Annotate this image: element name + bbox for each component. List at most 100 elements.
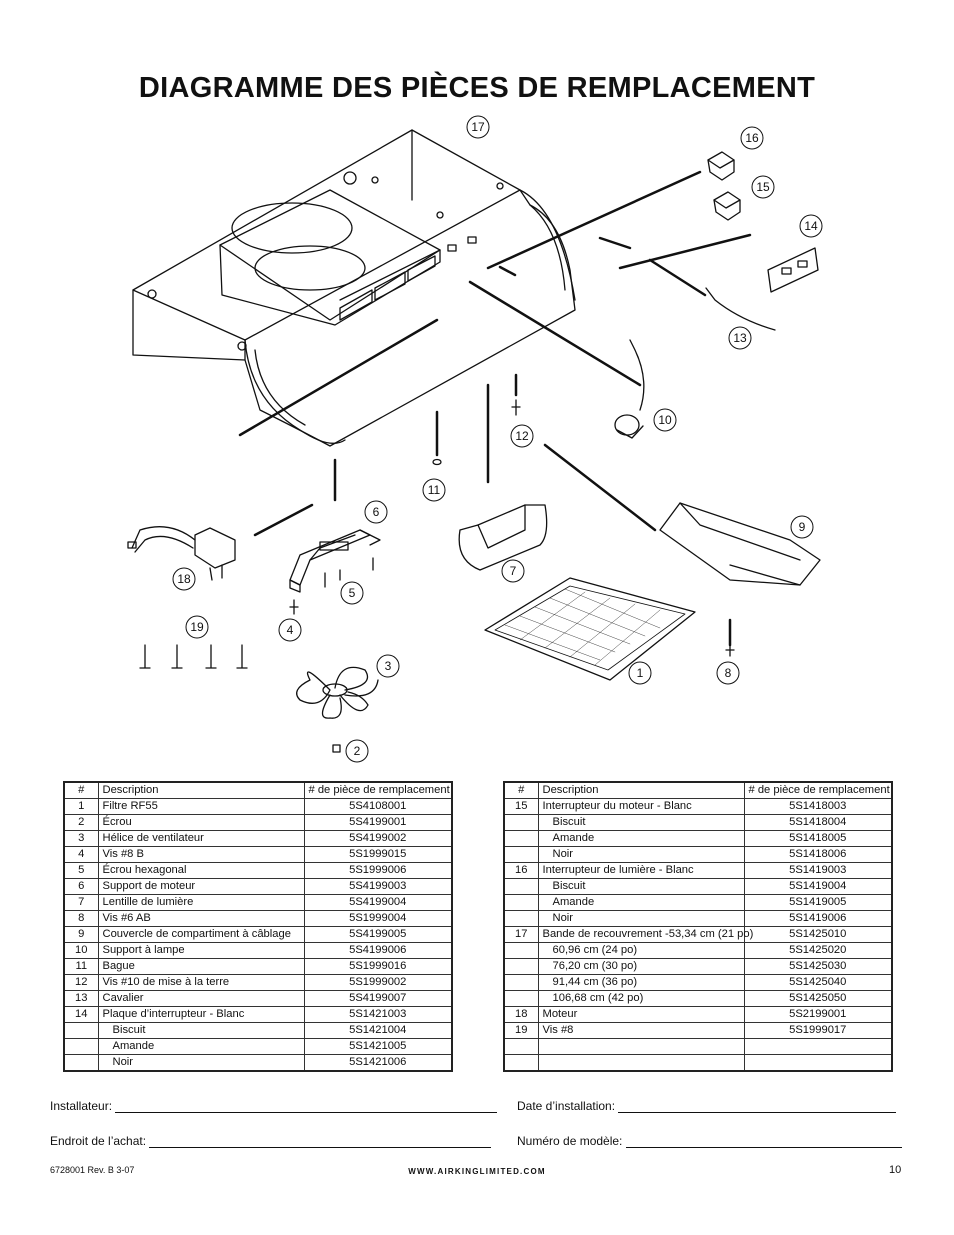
screw-4-part	[289, 599, 299, 615]
fan-blade-part	[296, 666, 379, 719]
description-cell: 91,44 cm (36 po)	[537, 974, 745, 991]
description-cell: Amande	[537, 830, 745, 847]
filter-part	[484, 577, 696, 681]
description-cell: Noir	[97, 1054, 305, 1072]
replacement-part-cell: 5S1999004	[303, 910, 453, 927]
replacement-part-cell: 5S1421006	[303, 1054, 453, 1072]
svg-text:14: 14	[804, 219, 818, 233]
header-part: # de pièce de remplacement	[743, 781, 893, 799]
callout-2: 2	[345, 739, 369, 763]
jumper-part	[705, 287, 776, 331]
leader-lines	[238, 170, 752, 647]
replacement-part-cell: 5S1419003	[743, 862, 893, 879]
page-title: DIAGRAMME DES PIÈCES DE REMPLACEMENT	[138, 72, 816, 104]
lamp-socket-part	[614, 339, 645, 439]
website-link[interactable]: WWW.AIRKINGLIMITED.COM	[408, 1167, 546, 1176]
header-desc: Description	[537, 781, 745, 799]
callout-17: 17	[466, 115, 490, 139]
doc-revision: 6728001 Rev. B 3-07	[50, 1165, 135, 1175]
svg-text:13: 13	[733, 331, 747, 345]
description-cell	[537, 1054, 745, 1072]
bushing-part	[432, 458, 442, 466]
replacement-part-cell: 5S1421003	[303, 1006, 453, 1023]
install-date-line[interactable]	[618, 1100, 897, 1113]
description-cell: Support à lampe	[97, 942, 305, 959]
replacement-part-cell: 5S1418004	[743, 814, 893, 831]
description-cell: Biscuit	[537, 878, 745, 895]
part-number-cell: 15	[503, 798, 539, 815]
svg-text:18: 18	[177, 572, 191, 586]
svg-text:2: 2	[354, 744, 361, 758]
part-number-cell: 9	[63, 926, 99, 943]
switch-plate-part	[767, 247, 819, 293]
screws-19-part	[139, 644, 248, 669]
header-desc: Description	[97, 781, 305, 799]
purchase-place-field[interactable]: Endroit de l’achat:	[50, 1134, 492, 1148]
screw-5-part	[324, 557, 374, 588]
svg-text:12: 12	[515, 429, 529, 443]
description-cell: Interrupteur du moteur - Blanc	[537, 798, 745, 815]
purchase-place-line[interactable]	[149, 1135, 492, 1148]
callout-1: 1	[628, 661, 652, 685]
callout-6: 6	[364, 500, 388, 524]
installer-line[interactable]	[115, 1100, 498, 1113]
callout-10: 10	[653, 408, 677, 432]
part-number-cell	[503, 846, 539, 863]
model-number-line[interactable]	[625, 1135, 902, 1148]
part-number-cell: 3	[63, 830, 99, 847]
screw-8-part	[725, 644, 735, 657]
part-number-cell: 18	[503, 1006, 539, 1023]
replacement-part-cell: 5S1999016	[303, 958, 453, 975]
installer-field[interactable]: Installateur:	[50, 1099, 498, 1113]
description-cell: Vis #8	[537, 1022, 745, 1039]
part-number-cell: 14	[63, 1006, 99, 1023]
replacement-part-cell: 5S4199003	[303, 878, 453, 895]
table-row: 91,44 cm (36 po)5S1425040	[503, 974, 893, 991]
light-lens-part	[458, 504, 548, 571]
description-cell: 76,20 cm (30 po)	[537, 958, 745, 975]
part-number-cell: 4	[63, 846, 99, 863]
header-part: # de pièce de remplacement	[303, 781, 453, 799]
part-number-cell	[503, 814, 539, 831]
svg-text:4: 4	[287, 623, 294, 637]
replacement-part-cell: 5S1425010	[743, 926, 893, 943]
install-date-field[interactable]: Date d’installation:	[517, 1099, 897, 1113]
description-cell: Biscuit	[537, 814, 745, 831]
svg-text:16: 16	[745, 131, 759, 145]
description-cell: Moteur	[537, 1006, 745, 1023]
part-number-cell: 10	[63, 942, 99, 959]
replacement-part-cell: 5S4199007	[303, 990, 453, 1007]
description-cell: Interrupteur de lumière - Blanc	[537, 862, 745, 879]
description-cell: Lentille de lumière	[97, 894, 305, 911]
description-cell: Noir	[537, 846, 745, 863]
light-switch-part	[707, 151, 735, 181]
part-number-cell: 13	[63, 990, 99, 1007]
callout-4: 4	[278, 618, 302, 642]
filter-mesh	[504, 588, 661, 666]
replacement-part-cell: 5S1425050	[743, 990, 893, 1007]
part-number-cell: 17	[503, 926, 539, 943]
callout-3: 3	[376, 654, 400, 678]
description-cell: Support de moteur	[97, 878, 305, 895]
replacement-part-cell: 5S1999017	[743, 1022, 893, 1039]
model-number-field[interactable]: Numéro de modèle:	[517, 1134, 902, 1148]
description-cell: Biscuit	[97, 1022, 305, 1039]
svg-text:17: 17	[471, 120, 485, 134]
replacement-part-cell: 5S1419004	[743, 878, 893, 895]
callout-12: 12	[510, 424, 534, 448]
callout-19: 19	[185, 615, 209, 639]
